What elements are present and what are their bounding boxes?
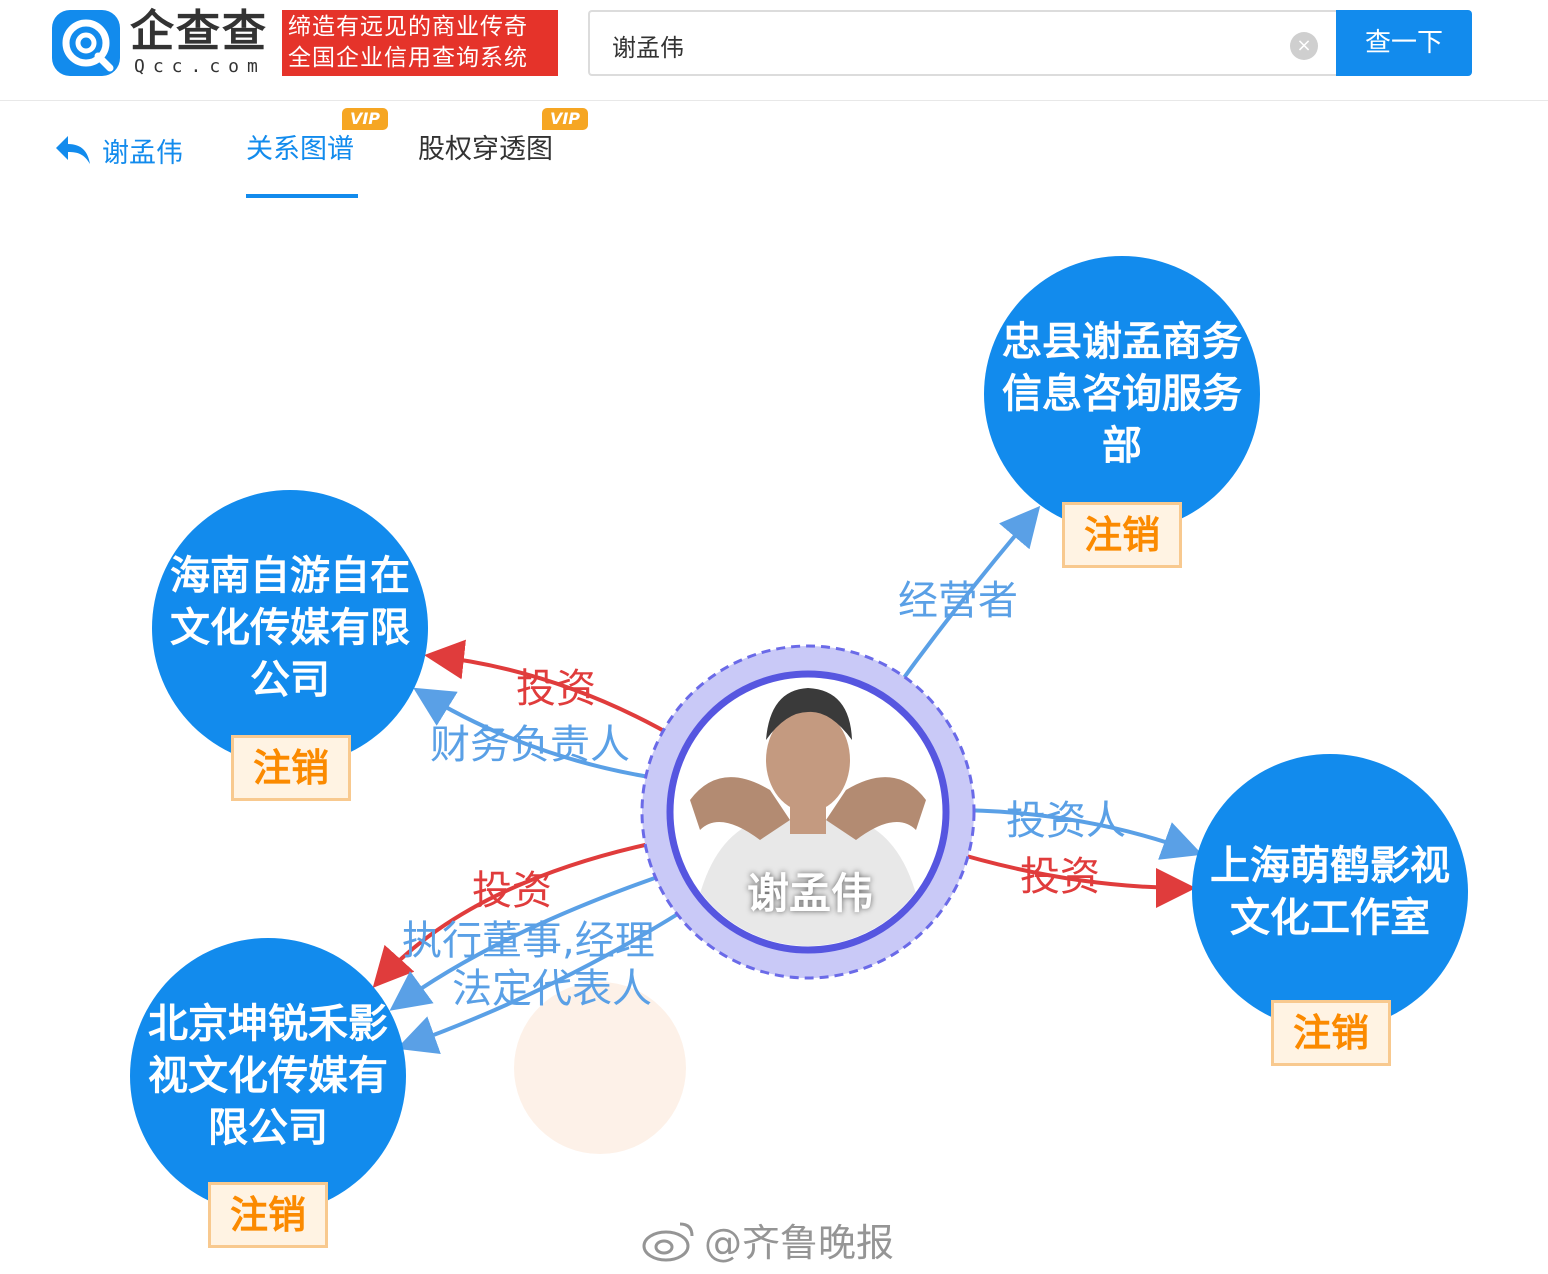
- slogan-line-1: 缔造有远见的商业传奇: [288, 14, 528, 40]
- company-node-zhongxian[interactable]: 忠县谢孟商务信息咨询服务部: [984, 256, 1260, 532]
- clear-icon[interactable]: ×: [1290, 32, 1318, 60]
- watermark-text: @齐鲁晚报: [704, 1221, 895, 1265]
- edge-legal-beijing[interactable]: [396, 898, 702, 1055]
- graph-edges: [372, 505, 1203, 1154]
- person-name: 谢孟伟: [746, 869, 873, 918]
- status-badge: 注销: [208, 1182, 328, 1248]
- qcc-logo-icon[interactable]: [52, 10, 120, 76]
- company-name: 海南自游自在文化传媒有限公司: [170, 553, 410, 703]
- logo-domain: Qcc.com: [134, 56, 266, 77]
- top-bar: 企查查 Qcc.com 缔造有远见的商业传奇 全国企业信用查询系统 × 查一下: [0, 0, 1548, 101]
- edge-label-finance-head: 财务负责人: [430, 722, 630, 768]
- back-arrow-icon: [56, 136, 90, 164]
- logo-text[interactable]: 企查查: [130, 6, 268, 57]
- search-input[interactable]: [610, 24, 1274, 66]
- tab-equity-penetration[interactable]: 股权穿透图: [418, 134, 553, 165]
- avatar: [674, 678, 942, 946]
- weibo-icon: [642, 1222, 694, 1261]
- edge-label-invest: 投资: [1020, 854, 1100, 900]
- company-node-beijing[interactable]: 北京坤锐禾影视文化传媒有限公司: [130, 938, 406, 1214]
- edge-label-exec-director: 执行董事,经理: [402, 918, 655, 964]
- status-badge: 注销: [231, 735, 351, 801]
- person-node[interactable]: [640, 644, 976, 980]
- edge-invest-beijing[interactable]: [372, 838, 669, 988]
- back-link[interactable]: 谢孟伟: [54, 128, 183, 172]
- edge-label-legal-rep: 法定代表人: [452, 966, 652, 1012]
- company-name: 忠县谢孟商务信息咨询服务部: [1002, 319, 1242, 469]
- active-tab-indicator: [246, 194, 358, 198]
- search-button[interactable]: 查一下: [1336, 10, 1472, 76]
- edge-label-operator: 经营者: [898, 578, 1018, 624]
- search-box: ×: [588, 10, 1338, 76]
- weibo-watermark: @齐鲁晚报: [640, 1212, 894, 1267]
- edge-finance-hainan[interactable]: [413, 687, 669, 782]
- edge-operator[interactable]: [893, 505, 1041, 692]
- company-node-hainan[interactable]: 海南自游自在文化传媒有限公司: [152, 490, 428, 766]
- status-badge: 注销: [1062, 502, 1182, 568]
- status-badge: 注销: [1271, 1000, 1391, 1066]
- edge-invest-shanghai[interactable]: [945, 848, 1196, 908]
- company-name: 北京坤锐禾影视文化传媒有限公司: [148, 1001, 388, 1151]
- edge-exec-beijing[interactable]: [389, 868, 679, 1011]
- relation-graph: 谢孟伟 忠县谢孟商务信息咨询服务部 注销 海南自游自在文化传媒有限公司 注销 上…: [0, 200, 1548, 1274]
- vip-badge: VIP: [342, 108, 388, 130]
- slogan-line-2: 全国企业信用查询系统: [288, 45, 528, 71]
- edge-invest-hainan[interactable]: [424, 639, 682, 742]
- company-name: 上海萌鹤影视文化工作室: [1210, 843, 1450, 941]
- bg-decor-circle: [514, 982, 686, 1154]
- back-label: 谢孟伟: [102, 137, 183, 169]
- edge-label-investor: 投资人: [1006, 798, 1126, 844]
- edge-label-invest: 投资: [472, 868, 552, 914]
- company-node-shanghai[interactable]: 上海萌鹤影视文化工作室: [1192, 754, 1468, 1030]
- edge-label-invest: 投资: [516, 666, 596, 712]
- edge-investor-shanghai[interactable]: [947, 808, 1203, 860]
- vip-badge: VIP: [542, 108, 588, 130]
- tab-relation-graph[interactable]: 关系图谱: [246, 134, 354, 165]
- slogan-banner: 缔造有远见的商业传奇 全国企业信用查询系统: [282, 10, 558, 76]
